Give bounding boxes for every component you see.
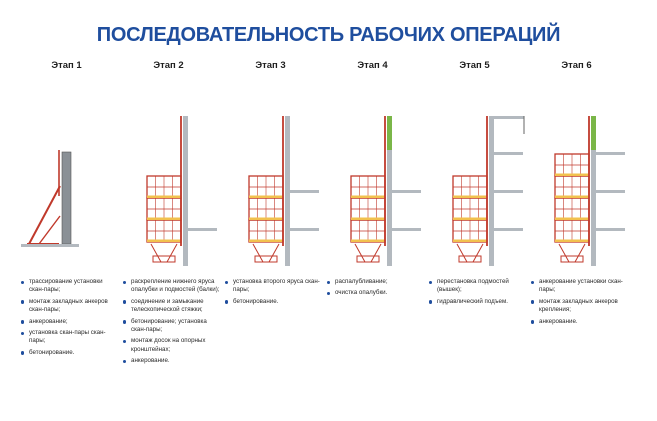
platform-deck [453, 239, 487, 242]
floor-slab [591, 190, 625, 193]
step-item: бетонирование. [225, 298, 322, 306]
stage-3-steps: установка второго яруса скан-пары; бетон… [219, 278, 322, 306]
step-item: установка второго яруса скан-пары; [225, 278, 322, 295]
step-item: трассирование установки скан-пары; [21, 278, 118, 295]
platform-deck [147, 195, 181, 198]
suspension-strut [370, 243, 382, 263]
suspension-strut [150, 243, 162, 263]
suspension-strut [456, 243, 468, 263]
step-item: соединение и замыкание телескопической с… [123, 298, 220, 315]
suspension-strut [268, 243, 280, 263]
floor-slab [591, 228, 625, 231]
hanging-platform [560, 255, 584, 263]
step-item: анкерование. [123, 357, 220, 365]
stage-5-steps: перестановка подмостей (вышек); гидравли… [423, 278, 526, 306]
floor-slab [387, 228, 421, 231]
step-item: анкерование. [531, 318, 628, 326]
floor-slab [489, 152, 523, 155]
stage-2-steps: раскрепление нижнего яруса опалубки и по… [117, 278, 220, 366]
step-item: бетонирование; установка скан-пары; [123, 318, 220, 335]
step-item: распалубливание; [327, 278, 424, 286]
top-slab [494, 116, 524, 119]
hanging-platform [152, 255, 176, 263]
step-item: монтаж досок на опорных кронштейнах; [123, 337, 220, 354]
stage-2: Этап 2 раскрепление нижнего яруса опалуб… [117, 60, 220, 369]
suspension-strut [558, 243, 570, 263]
step-item: монтаж закладных анкеров крепления; [531, 298, 628, 315]
platform-deck [249, 217, 283, 220]
platform-deck [249, 239, 283, 242]
floor-slab [489, 190, 523, 193]
fresh-concrete [591, 116, 596, 150]
step-item: анкерование; [21, 318, 118, 326]
step-item: очистка опалубки. [327, 289, 424, 297]
stage-5-illustration [452, 116, 525, 266]
stage-1-illustration [21, 150, 79, 247]
stage-label: Этап 2 [153, 60, 184, 71]
stage-6-steps: анкерование установки скан-пары; монтаж … [525, 278, 628, 326]
page-title: ПОСЛЕДОВАТЕЛЬНОСТЬ РАБОЧИХ ОПЕРАЦИЙ [96, 24, 561, 46]
slab [21, 244, 79, 247]
concrete-wall [183, 116, 188, 266]
stage-4: Этап 4 распалубливание; очистка опалубки… [321, 60, 424, 301]
floor-slab [591, 152, 625, 155]
platform-deck [351, 217, 385, 220]
platform-deck [249, 195, 283, 198]
suspension-strut [166, 243, 178, 263]
step-item: перестановка подмостей (вышек); [429, 278, 526, 295]
stage-6: Этап 6 анкерование установки скан-пары; … [525, 60, 628, 329]
push-pull-prop [38, 215, 61, 245]
platform-deck [453, 217, 487, 220]
stage-3: Этап 3 установка второго яруса скан-пары… [219, 60, 322, 309]
platform-deck [453, 195, 487, 198]
step-item: установка скан-пары скан-пары; [21, 329, 118, 346]
stage-label: Этап 3 [255, 60, 286, 71]
stage-1-steps: трассирование установки скан-пары; монта… [15, 278, 118, 357]
platform-deck [147, 239, 181, 242]
stage-4-steps: распалубливание; очистка опалубки. [321, 278, 424, 298]
step-item: бетонирование. [21, 349, 118, 357]
stage-label: Этап 4 [357, 60, 388, 71]
hanging-platform [254, 255, 278, 263]
stage-2-illustration [146, 116, 217, 266]
stage-3-illustration [248, 116, 319, 266]
step-item: монтаж закладных анкеров скан-пары; [21, 298, 118, 315]
platform-deck [555, 217, 589, 220]
step-item: гидравлический подъем. [429, 298, 526, 306]
platform-deck [555, 195, 589, 198]
step-item: анкерование установки скан-пары; [531, 278, 628, 295]
step-item: раскрепление нижнего яруса опалубки и по… [123, 278, 220, 295]
suspension-strut [574, 243, 586, 263]
floor-slab [285, 228, 319, 231]
floor-slab [387, 190, 421, 193]
floor-slab [285, 190, 319, 193]
stage-6-illustration [554, 116, 625, 266]
push-pull-prop [28, 185, 61, 245]
stage-5: Этап 5 перестановка подмостей (вышек); г… [423, 60, 526, 309]
platform-deck [147, 217, 181, 220]
suspension-strut [354, 243, 366, 263]
hanging-platform [458, 255, 482, 263]
platform-deck [555, 173, 589, 176]
floor-slab [489, 228, 523, 231]
fresh-concrete [387, 116, 392, 150]
suspension-strut [252, 243, 264, 263]
suspension-strut [472, 243, 484, 263]
stage-4-illustration [350, 116, 421, 266]
formwork-panel [61, 151, 72, 245]
floor-slab [183, 228, 217, 231]
stage-label: Этап 5 [459, 60, 490, 71]
platform-deck [351, 239, 385, 242]
stage-1: Этап 1 трассирование установки скан-пары… [15, 60, 118, 360]
platform-deck [351, 195, 385, 198]
stage-label: Этап 1 [51, 60, 82, 71]
stage-label: Этап 6 [561, 60, 592, 71]
hanging-platform [356, 255, 380, 263]
platform-deck [555, 239, 589, 242]
